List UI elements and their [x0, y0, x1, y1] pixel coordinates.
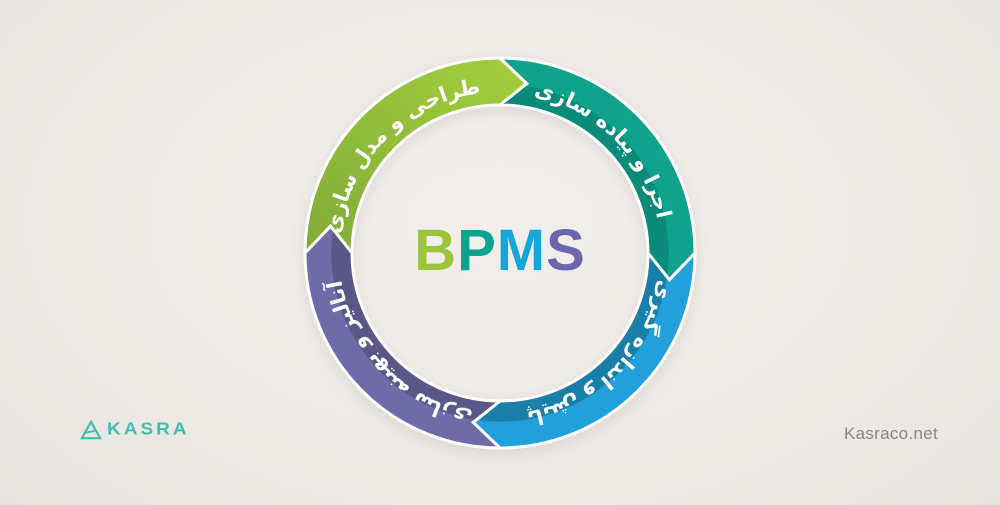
bpms-letter-1: P	[457, 217, 497, 283]
kasra-logo-icon	[80, 420, 102, 440]
bpms-letter-2: M	[496, 217, 547, 283]
bpms-letter-3: S	[546, 217, 586, 283]
kasra-logo-text: KASRA	[107, 419, 190, 440]
segment-optimize-shape	[303, 223, 505, 450]
kasra-logo: KASRA	[80, 419, 190, 441]
center-title: BPMS	[414, 217, 586, 284]
bpms-letter-0: B	[414, 217, 458, 283]
website-caption: Kasraco.net	[843, 424, 938, 443]
